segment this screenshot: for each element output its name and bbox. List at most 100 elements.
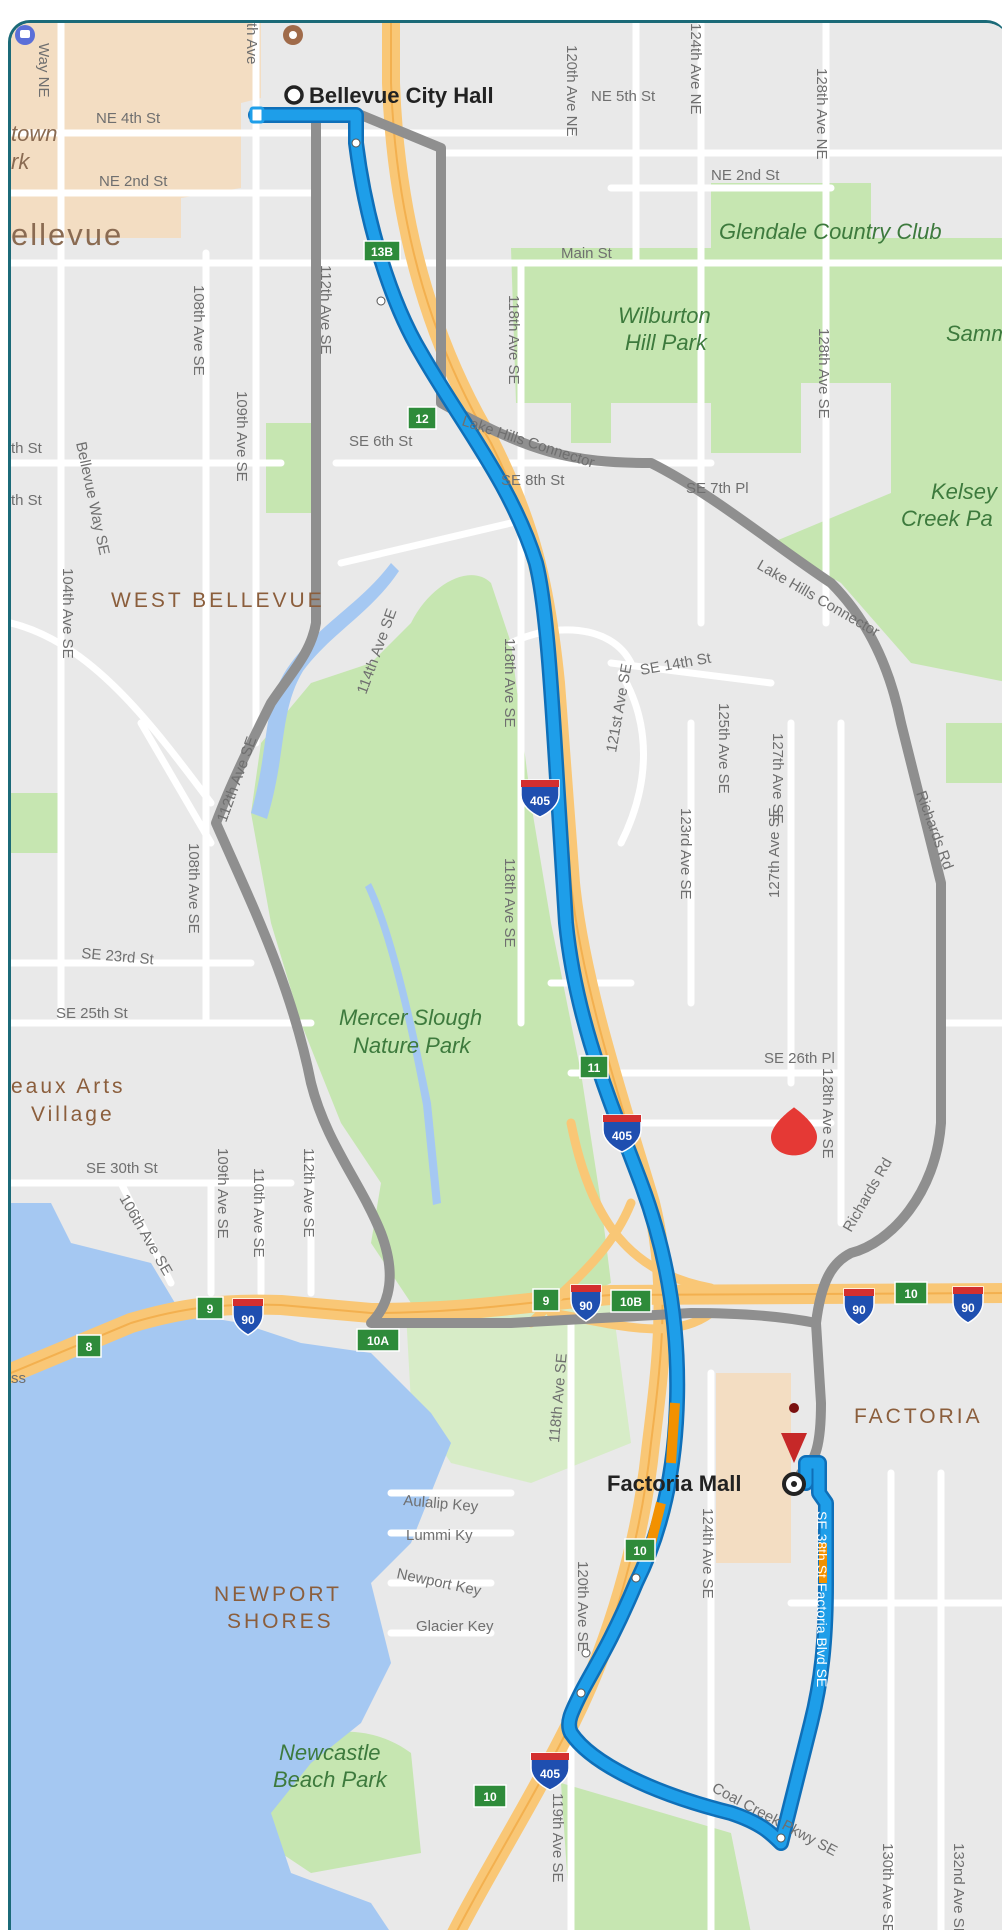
street-119th: 119th Ave SE bbox=[549, 1793, 566, 1883]
street-128th-se-top: 128th Ave SE bbox=[815, 328, 832, 419]
street-main: Main St bbox=[561, 245, 613, 262]
street-120th-ne: 120th Ave NE bbox=[563, 45, 580, 136]
transit-icon-glyph bbox=[20, 30, 30, 38]
street-110th: 110th Ave SE bbox=[250, 1168, 267, 1258]
svg-text:8: 8 bbox=[86, 1340, 93, 1354]
street-120th-se: 120th Ave SE bbox=[574, 1561, 591, 1652]
street-ne-2nd-right: NE 2nd St bbox=[711, 167, 780, 184]
map-view[interactable]: Bellevue City Hall Factoria Mall 13B 12 … bbox=[8, 20, 1002, 1930]
factoria-commercial-zone bbox=[716, 1373, 791, 1563]
svg-text:9: 9 bbox=[207, 1302, 214, 1316]
svg-text:90: 90 bbox=[852, 1303, 866, 1317]
svg-text:12: 12 bbox=[415, 412, 429, 426]
interstate-405-shield-south: 405 bbox=[530, 1752, 570, 1791]
interstate-90-shield-far-east: 90 bbox=[952, 1286, 984, 1324]
street-127th-b: 127th Ave SE bbox=[766, 807, 783, 898]
exit-sign-10-bottom: 10 bbox=[473, 1784, 507, 1808]
street-ne-4th: NE 4th St bbox=[96, 110, 161, 127]
svg-text:90: 90 bbox=[579, 1299, 593, 1313]
west-bellevue-label: WEST BELLEVUE bbox=[111, 589, 325, 612]
glendale-label: Glendale Country Club bbox=[719, 219, 942, 244]
downtown-label-top: town bbox=[11, 121, 57, 146]
bellevue-city-label: ellevue bbox=[11, 217, 123, 252]
street-109th-low: 109th Ave SE bbox=[214, 1148, 231, 1239]
interstate-405-shield-mid: 405 bbox=[602, 1114, 642, 1153]
kelsey-label-1: Kelsey bbox=[931, 479, 999, 504]
beaux-arts-label-1: eaux Arts bbox=[11, 1075, 126, 1098]
coal-creek-park-area bbox=[561, 1783, 751, 1930]
traffic-slow-segment-2 bbox=[646, 1501, 666, 1545]
exit-sign-13b: 13B bbox=[363, 240, 401, 262]
street-ne-2nd-left: NE 2nd St bbox=[99, 173, 168, 190]
map-canvas[interactable]: Bellevue City Hall Factoria Mall 13B 12 … bbox=[11, 23, 1002, 1930]
destination-label[interactable]: Factoria Mall bbox=[607, 1471, 741, 1496]
street-130th: 130th Ave SE bbox=[879, 1843, 896, 1930]
exit-sign-10b: 10B bbox=[610, 1289, 652, 1313]
street-108th-mid: 108th Ave SE bbox=[185, 843, 202, 934]
svg-text:10B: 10B bbox=[620, 1295, 642, 1309]
newport-shores-label-1: NEWPORT bbox=[214, 1583, 342, 1606]
street-125th: 125th Ave SE bbox=[715, 703, 732, 794]
street-124th-se: 124th Ave SE bbox=[699, 1508, 716, 1599]
exit-sign-11: 11 bbox=[579, 1055, 609, 1079]
beaux-arts-label-2: Village bbox=[31, 1103, 115, 1126]
street-se-8th: SE 8th St bbox=[501, 472, 565, 489]
street-127th-a: 127th Ave SE bbox=[769, 733, 786, 824]
exit-sign-10a: 10A bbox=[356, 1328, 400, 1352]
street-th-ave: th Ave bbox=[243, 23, 260, 64]
slough-branch bbox=[365, 883, 441, 1205]
newport-shores-label-2: SHORES bbox=[227, 1610, 334, 1633]
street-118th-mid: 118th Ave SE bbox=[501, 638, 518, 728]
svg-text:10: 10 bbox=[483, 1790, 497, 1804]
destination-target-dot bbox=[791, 1481, 797, 1487]
newcastle-label-2: Beach Park bbox=[273, 1767, 388, 1792]
street-124th-ne: 124th Ave NE bbox=[687, 23, 704, 114]
alternate-routes bbox=[211, 110, 946, 1478]
street-glacier-key: Glacier Key bbox=[416, 1618, 494, 1635]
street-128th-ne: 128th Ave NE bbox=[813, 68, 830, 159]
origin-label[interactable]: Bellevue City Hall bbox=[309, 83, 494, 108]
street-ss: ss bbox=[11, 1370, 26, 1387]
street-th-st-1: th St bbox=[11, 440, 43, 457]
svg-text:13B: 13B bbox=[371, 245, 393, 259]
newcastle-label-1: Newcastle bbox=[279, 1740, 380, 1765]
factoria-label: FACTORIA bbox=[854, 1405, 983, 1428]
street-lummi-ky: Lummi Ky bbox=[406, 1527, 473, 1544]
street-se-25th: SE 25th St bbox=[56, 1005, 129, 1022]
street-se-7th-pl: SE 7th Pl bbox=[686, 480, 749, 497]
exit-sign-8: 8 bbox=[76, 1334, 102, 1358]
exit-sign-9-west: 9 bbox=[196, 1296, 224, 1320]
exit-sign-10-south: 10 bbox=[624, 1538, 656, 1562]
lower-park-strip bbox=[406, 1293, 631, 1483]
wilburton-label-1: Wilburton bbox=[618, 303, 711, 328]
street-th-st-2: th St bbox=[11, 492, 43, 509]
small-park-left bbox=[11, 793, 61, 853]
street-ne-5th: NE 5th St bbox=[591, 88, 656, 105]
origin-start-marker[interactable] bbox=[249, 106, 265, 124]
street-aulalip-key: Aulalip Key bbox=[403, 1492, 480, 1516]
exit-sign-10-east: 10 bbox=[894, 1281, 928, 1305]
wilburton-label-2: Hill Park bbox=[625, 330, 708, 355]
mercer-slough-label-2: Nature Park bbox=[353, 1033, 471, 1058]
svg-text:10: 10 bbox=[904, 1287, 918, 1301]
svg-text:405: 405 bbox=[540, 1767, 560, 1781]
interstate-90-shield-west: 90 bbox=[232, 1298, 264, 1336]
svg-text:405: 405 bbox=[530, 794, 550, 808]
street-108th-top: 108th Ave SE bbox=[190, 285, 207, 376]
route-waypoint-dots bbox=[351, 138, 786, 1843]
interstate-405-shield-north: 405 bbox=[520, 779, 560, 818]
alt-route-west bbox=[211, 110, 826, 1478]
lake-washington bbox=[11, 1203, 451, 1930]
route-primary-core bbox=[250, 109, 832, 1849]
street-118th-top: 118th Ave SE bbox=[505, 295, 522, 385]
kelsey-label-2: Creek Pa bbox=[901, 506, 993, 531]
destination-pin-icon[interactable] bbox=[771, 1107, 817, 1463]
svg-text:405: 405 bbox=[612, 1129, 632, 1143]
interstate-90-shield-center: 90 bbox=[570, 1284, 602, 1322]
street-way-ne: Way NE bbox=[35, 43, 52, 97]
street-se-23rd: SE 23rd St bbox=[81, 945, 156, 968]
origin-pin-icon[interactable] bbox=[284, 85, 304, 105]
exit-sign-12: 12 bbox=[407, 406, 437, 430]
street-se-30th: SE 30th St bbox=[86, 1160, 159, 1177]
svg-text:90: 90 bbox=[241, 1313, 255, 1327]
